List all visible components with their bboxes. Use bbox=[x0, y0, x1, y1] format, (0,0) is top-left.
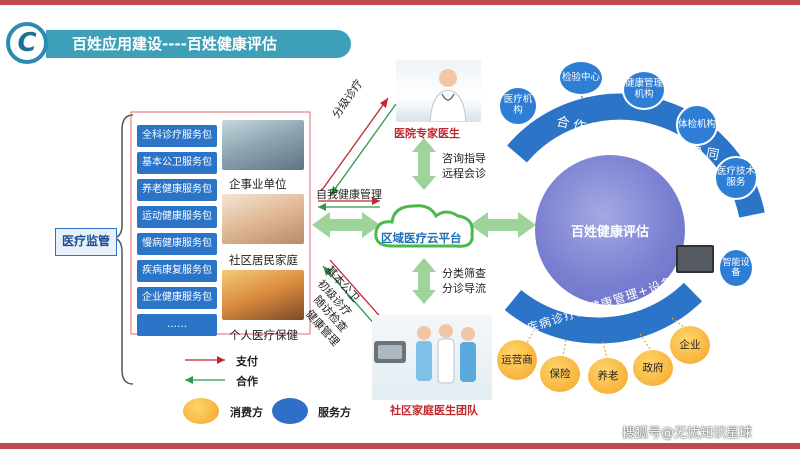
legend-consumer-label: 消费方 bbox=[230, 406, 263, 419]
consumer-node: 保险 bbox=[540, 356, 580, 392]
team-photo bbox=[372, 315, 492, 400]
consumer-node: 运营商 bbox=[497, 340, 537, 380]
watermark: 搜狐号@无忧知识星球 bbox=[622, 426, 753, 441]
service-item: 慢病健康服务包 bbox=[137, 233, 217, 255]
service-item: 全科诊疗服务包 bbox=[137, 125, 217, 147]
service-item: 基本公卫服务包 bbox=[137, 152, 217, 174]
page-title: 百姓应用建设----百姓健康评估 bbox=[72, 35, 277, 53]
self-mgmt-label: 自我健康管理 bbox=[316, 188, 382, 201]
screening-label: 分类筛查 bbox=[442, 267, 486, 280]
consumer-node: 养老 bbox=[588, 358, 628, 394]
screening-label: 分诊导流 bbox=[442, 282, 486, 295]
device-node: 智能设备 bbox=[718, 248, 754, 288]
core-label: 百姓健康评估 bbox=[570, 224, 649, 240]
service-item: 运动健康服务包 bbox=[137, 206, 217, 228]
service-node: 检验中心 bbox=[558, 60, 604, 96]
service-item: 疾病康复服务包 bbox=[137, 260, 217, 282]
core-circle: 百姓健康评估 bbox=[535, 155, 685, 305]
runner-photo bbox=[222, 270, 304, 320]
regulation-box: 医疗监管 bbox=[55, 228, 117, 256]
cloud-icon bbox=[374, 204, 474, 248]
legend-consumer-swatch bbox=[183, 398, 219, 424]
service-item: 企业健康服务包 bbox=[137, 287, 217, 309]
team-label: 社区家庭医生团队 bbox=[390, 404, 478, 417]
family-photo bbox=[222, 194, 304, 244]
group-label: 企事业单位 bbox=[229, 177, 287, 191]
consumer-node: 政府 bbox=[633, 350, 673, 386]
doctor-photo bbox=[396, 60, 481, 123]
expert-label: 医院专家医生 bbox=[394, 127, 460, 140]
device-icon bbox=[676, 245, 714, 273]
legend-coop-label: 合作 bbox=[236, 375, 258, 388]
bottom-border bbox=[0, 443, 800, 449]
top-border bbox=[0, 0, 800, 5]
doctor-team-icon bbox=[374, 324, 476, 384]
section-logo: C bbox=[6, 22, 48, 64]
service-node: 医疗技术服务 bbox=[714, 156, 758, 200]
service-node: 医疗机构 bbox=[498, 86, 538, 126]
consult-label: 远程会诊 bbox=[442, 167, 486, 180]
title-band bbox=[46, 30, 351, 58]
consult-label: 咨询指导 bbox=[442, 152, 486, 165]
service-node: 健康管理机构 bbox=[622, 70, 666, 110]
group-label: 个人医疗保健 bbox=[229, 328, 298, 342]
service-item: …… bbox=[137, 314, 217, 336]
legend-provider-swatch bbox=[272, 398, 308, 424]
group-label: 社区居民家庭 bbox=[229, 253, 298, 267]
consumer-node: 企业 bbox=[670, 326, 710, 364]
legend-provider-label: 服务方 bbox=[318, 406, 351, 419]
service-item: 养老健康服务包 bbox=[137, 179, 217, 201]
cloud-label: 区域医疗云平台 bbox=[381, 231, 462, 245]
legend-pay-label: 支付 bbox=[236, 355, 258, 368]
doctor-icon bbox=[429, 69, 467, 123]
service-node: 体检机构 bbox=[676, 104, 718, 146]
office-photo bbox=[222, 120, 304, 170]
